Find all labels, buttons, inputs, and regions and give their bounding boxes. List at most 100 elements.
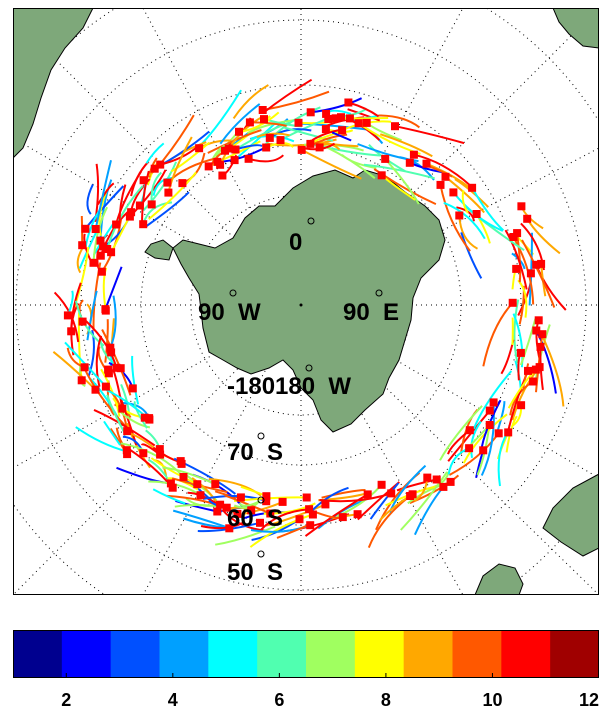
track-origin-marker bbox=[532, 326, 541, 335]
track-origin-marker bbox=[479, 446, 488, 455]
track-origin-marker bbox=[91, 385, 100, 394]
track-origin-marker bbox=[409, 150, 418, 159]
track-origin-marker bbox=[455, 211, 464, 220]
track-origin-marker bbox=[321, 125, 330, 134]
track-line bbox=[517, 279, 528, 318]
track-origin-marker bbox=[230, 156, 239, 165]
track-line bbox=[95, 335, 103, 387]
track-origin-marker bbox=[449, 188, 458, 197]
track-origin-marker bbox=[211, 480, 220, 489]
colorbar-swatch bbox=[501, 630, 551, 678]
track-origin-marker bbox=[135, 201, 144, 210]
track-origin-marker bbox=[231, 145, 240, 154]
track-origin-marker bbox=[106, 343, 115, 352]
track-origin-marker bbox=[104, 365, 113, 374]
track-origin-marker bbox=[266, 509, 275, 518]
track-origin-marker bbox=[338, 126, 347, 135]
track-line bbox=[152, 176, 173, 196]
map-labels: 0 90 W 90 E -180180 W 70 S 60 S 50 S bbox=[198, 217, 399, 586]
track-line bbox=[341, 153, 377, 170]
track-origin-marker bbox=[247, 506, 256, 515]
track-origin-marker bbox=[517, 202, 526, 211]
track-line bbox=[471, 187, 505, 232]
colorbar-tick-label: 8 bbox=[381, 690, 391, 710]
track-line bbox=[541, 334, 565, 407]
track-origin-marker bbox=[107, 248, 116, 257]
track-line bbox=[460, 232, 483, 279]
track-line bbox=[93, 408, 156, 447]
track-origin-marker bbox=[353, 510, 362, 519]
track-origin-marker bbox=[77, 376, 86, 385]
track-origin-marker bbox=[337, 113, 345, 122]
new-zealand-landmass bbox=[474, 563, 524, 595]
track-origin-marker bbox=[265, 133, 274, 142]
track-line bbox=[76, 248, 83, 274]
track-origin-marker bbox=[391, 122, 399, 131]
track-line bbox=[83, 366, 126, 427]
track-line bbox=[347, 108, 381, 122]
track-origin-marker bbox=[139, 449, 148, 458]
track-origin-marker bbox=[155, 445, 164, 454]
track-origin-marker bbox=[96, 251, 105, 260]
track-line bbox=[200, 521, 244, 530]
land-masses bbox=[13, 8, 599, 595]
track-origin-marker bbox=[531, 365, 540, 374]
track-origin-marker bbox=[377, 171, 386, 180]
track-origin-marker bbox=[63, 311, 72, 320]
track-line bbox=[238, 500, 260, 507]
track-line bbox=[321, 489, 366, 499]
track-origin-marker bbox=[156, 160, 165, 169]
colorbar-swatches bbox=[13, 630, 599, 678]
track-line bbox=[443, 201, 486, 240]
track-origin-marker bbox=[176, 457, 185, 466]
track-origin-marker bbox=[529, 377, 538, 386]
track-line bbox=[104, 266, 123, 310]
track-origin-marker bbox=[532, 260, 541, 269]
track-origin-marker bbox=[262, 497, 271, 506]
track-origin-marker bbox=[439, 482, 448, 491]
polar-map: 0 90 W 90 E -180180 W 70 S 60 S 50 S bbox=[13, 8, 599, 595]
track-origin-marker bbox=[432, 475, 441, 484]
track-origin-marker bbox=[315, 143, 324, 152]
track-origin-marker bbox=[354, 119, 363, 128]
colorbar-swatch bbox=[354, 630, 405, 678]
track-origin-marker bbox=[321, 500, 330, 509]
track-line bbox=[444, 176, 485, 214]
track-origin-marker bbox=[278, 497, 287, 506]
track-origin-marker bbox=[485, 406, 494, 415]
track-line bbox=[439, 184, 471, 252]
track-line bbox=[456, 206, 475, 222]
track-origin-marker bbox=[99, 242, 108, 251]
colorbar-swatch bbox=[208, 630, 258, 678]
track-origin-marker bbox=[526, 269, 535, 278]
track-line bbox=[369, 482, 400, 520]
track-line bbox=[145, 191, 190, 228]
track-line bbox=[378, 114, 421, 129]
tracks-layer bbox=[52, 78, 567, 548]
africa-landmass bbox=[552, 8, 599, 49]
track-origin-marker bbox=[101, 382, 110, 391]
track-origin-marker bbox=[178, 179, 187, 188]
track-line bbox=[170, 141, 210, 173]
track-origin-marker bbox=[101, 305, 110, 314]
track-origin-marker bbox=[308, 510, 317, 519]
south-pole-marker bbox=[299, 303, 303, 307]
track-origin-marker bbox=[468, 183, 477, 192]
colorbar-swatch bbox=[550, 630, 599, 678]
track-origin-marker bbox=[305, 505, 314, 514]
track-line bbox=[504, 229, 528, 290]
track-origin-marker bbox=[504, 428, 513, 437]
track-line bbox=[379, 133, 433, 158]
label-lon-0: 0 bbox=[289, 229, 302, 256]
track-origin-marker bbox=[387, 489, 396, 498]
track-origin-marker bbox=[112, 220, 121, 229]
track-origin-marker bbox=[362, 118, 371, 127]
track-origin-marker bbox=[225, 524, 234, 533]
track-origin-marker bbox=[193, 480, 202, 489]
track-line bbox=[215, 525, 276, 546]
track-origin-marker bbox=[123, 450, 132, 459]
track-line bbox=[219, 103, 261, 145]
track-origin-marker bbox=[322, 109, 331, 118]
track-origin-marker bbox=[516, 348, 525, 357]
